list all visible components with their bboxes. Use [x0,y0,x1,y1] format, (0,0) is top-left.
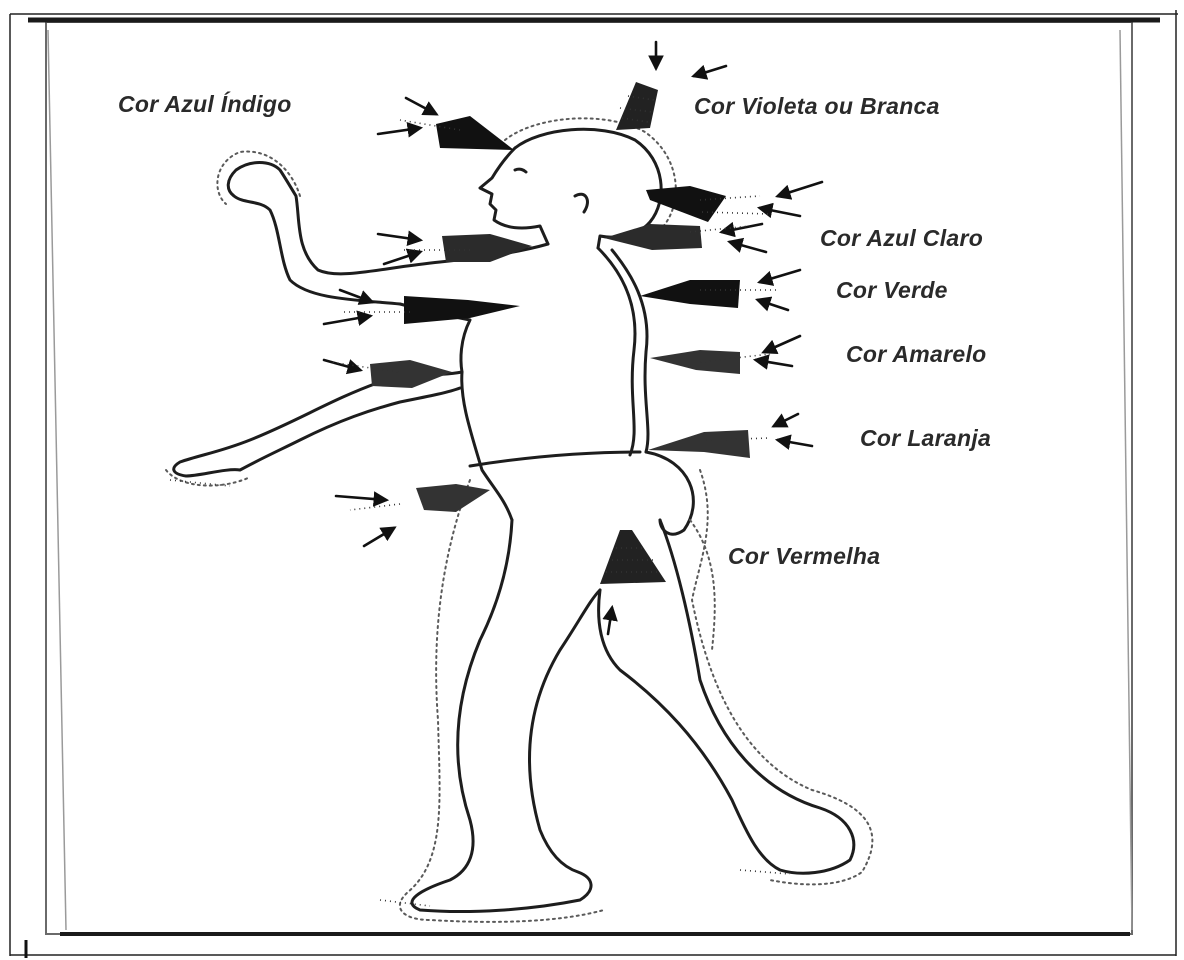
paper-sheet [28,20,1160,934]
label-green: Cor Verde [836,277,948,303]
label-light-blue: Cor Azul Claro [820,225,983,251]
label-violet: Cor Violeta ou Branca [694,93,940,119]
label-yellow: Cor Amarelo [846,341,986,367]
label-indigo: Cor Azul Índigo [118,90,292,117]
label-red: Cor Vermelha [728,543,880,569]
label-orange: Cor Laranja [860,425,991,451]
